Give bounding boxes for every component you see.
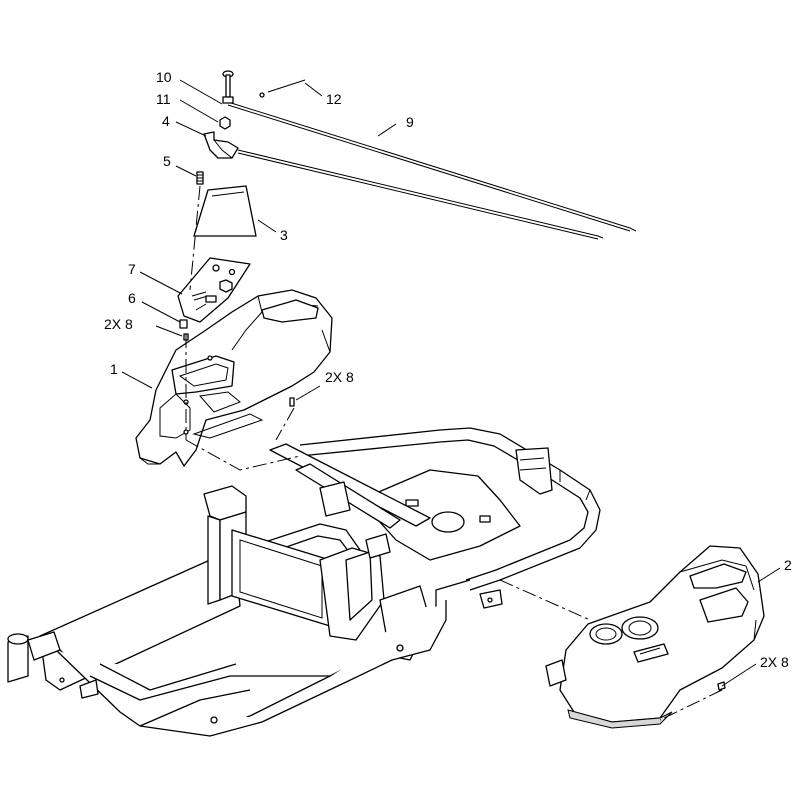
callout-1: 1 <box>110 361 118 377</box>
bushing <box>179 319 188 329</box>
left-console <box>135 289 333 467</box>
cable-knob <box>222 70 234 104</box>
screw <box>196 171 204 185</box>
callout-5: 5 <box>163 153 171 169</box>
right-console <box>545 545 765 729</box>
assembly-lines <box>185 185 723 721</box>
callout-4: 4 <box>162 113 170 129</box>
throttle-cable <box>227 101 637 240</box>
control-panel-plate <box>177 257 251 323</box>
callout-11: 11 <box>156 91 171 107</box>
callout-8-bottom: 2X 8 <box>760 654 789 670</box>
callout-7: 7 <box>128 261 136 277</box>
callout-3: 3 <box>280 227 288 243</box>
cable-bracket <box>203 131 239 159</box>
callout-8-top: 2X 8 <box>104 316 133 332</box>
cover-plate <box>193 185 257 237</box>
cable-clip <box>259 79 306 98</box>
callout-2: 2 <box>784 557 792 573</box>
screw-right <box>289 397 295 407</box>
callout-12: 12 <box>326 91 342 107</box>
callout-8-middle: 2X 8 <box>325 369 354 385</box>
callout-9: 9 <box>406 114 414 130</box>
callout-6: 6 <box>128 290 136 306</box>
screw-console <box>717 681 726 691</box>
leader-lines <box>121 79 781 687</box>
hex-nut <box>219 116 231 130</box>
chassis-frame <box>7 427 601 737</box>
callout-10: 10 <box>156 69 172 85</box>
